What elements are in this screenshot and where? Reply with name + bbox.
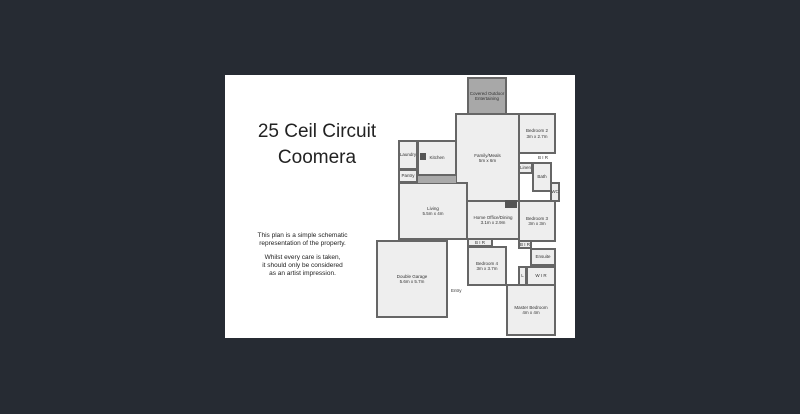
note-line: as an artist impression. [269,270,336,277]
room-pantry: Pantry [398,169,418,183]
room-label: Kitchen [429,155,445,161]
note-line: it should only be considered [262,262,343,269]
address-line1: 25 Ceil Circuit [257,121,377,142]
room-label: B I R [474,239,485,245]
note-line: This plan is a simple schematic [257,232,348,239]
room-label: Bath [537,174,547,180]
room-bir-bed3: B I R [518,240,532,249]
room-outdoor: Covered Outdoor Entertaining [467,77,507,115]
address-line2: Coomera [277,147,357,168]
note-line: Whilst every care is taken, [264,254,341,261]
room-laundry: Laundry [398,140,418,170]
note-line: representation of the property. [259,240,346,247]
room-linen: Linen [518,162,533,174]
room-bath: Bath [532,162,552,192]
disclaimer-note: This plan is a simple schematic represen… [250,232,355,278]
room-label: Linen [520,165,532,171]
room-label: B I R [520,241,531,247]
room-label: L [521,273,524,279]
kitchen-bench [418,176,456,183]
stove [420,153,426,160]
room-wir: W I R [526,266,556,286]
room-label: Ensuite [535,254,551,260]
bir-label: B I R [538,155,549,160]
room-label: Pantry [401,173,415,179]
stairs [505,200,517,208]
room-label: Laundry [399,152,417,158]
room-label: W I R [535,273,547,279]
room-label: WC [551,189,559,195]
room-label: Covered Outdoor Entertaining [469,90,505,102]
entry-label: Entry [451,288,462,293]
room-ensuite: Ensuite [530,248,556,266]
room-wc: WC [550,182,560,202]
